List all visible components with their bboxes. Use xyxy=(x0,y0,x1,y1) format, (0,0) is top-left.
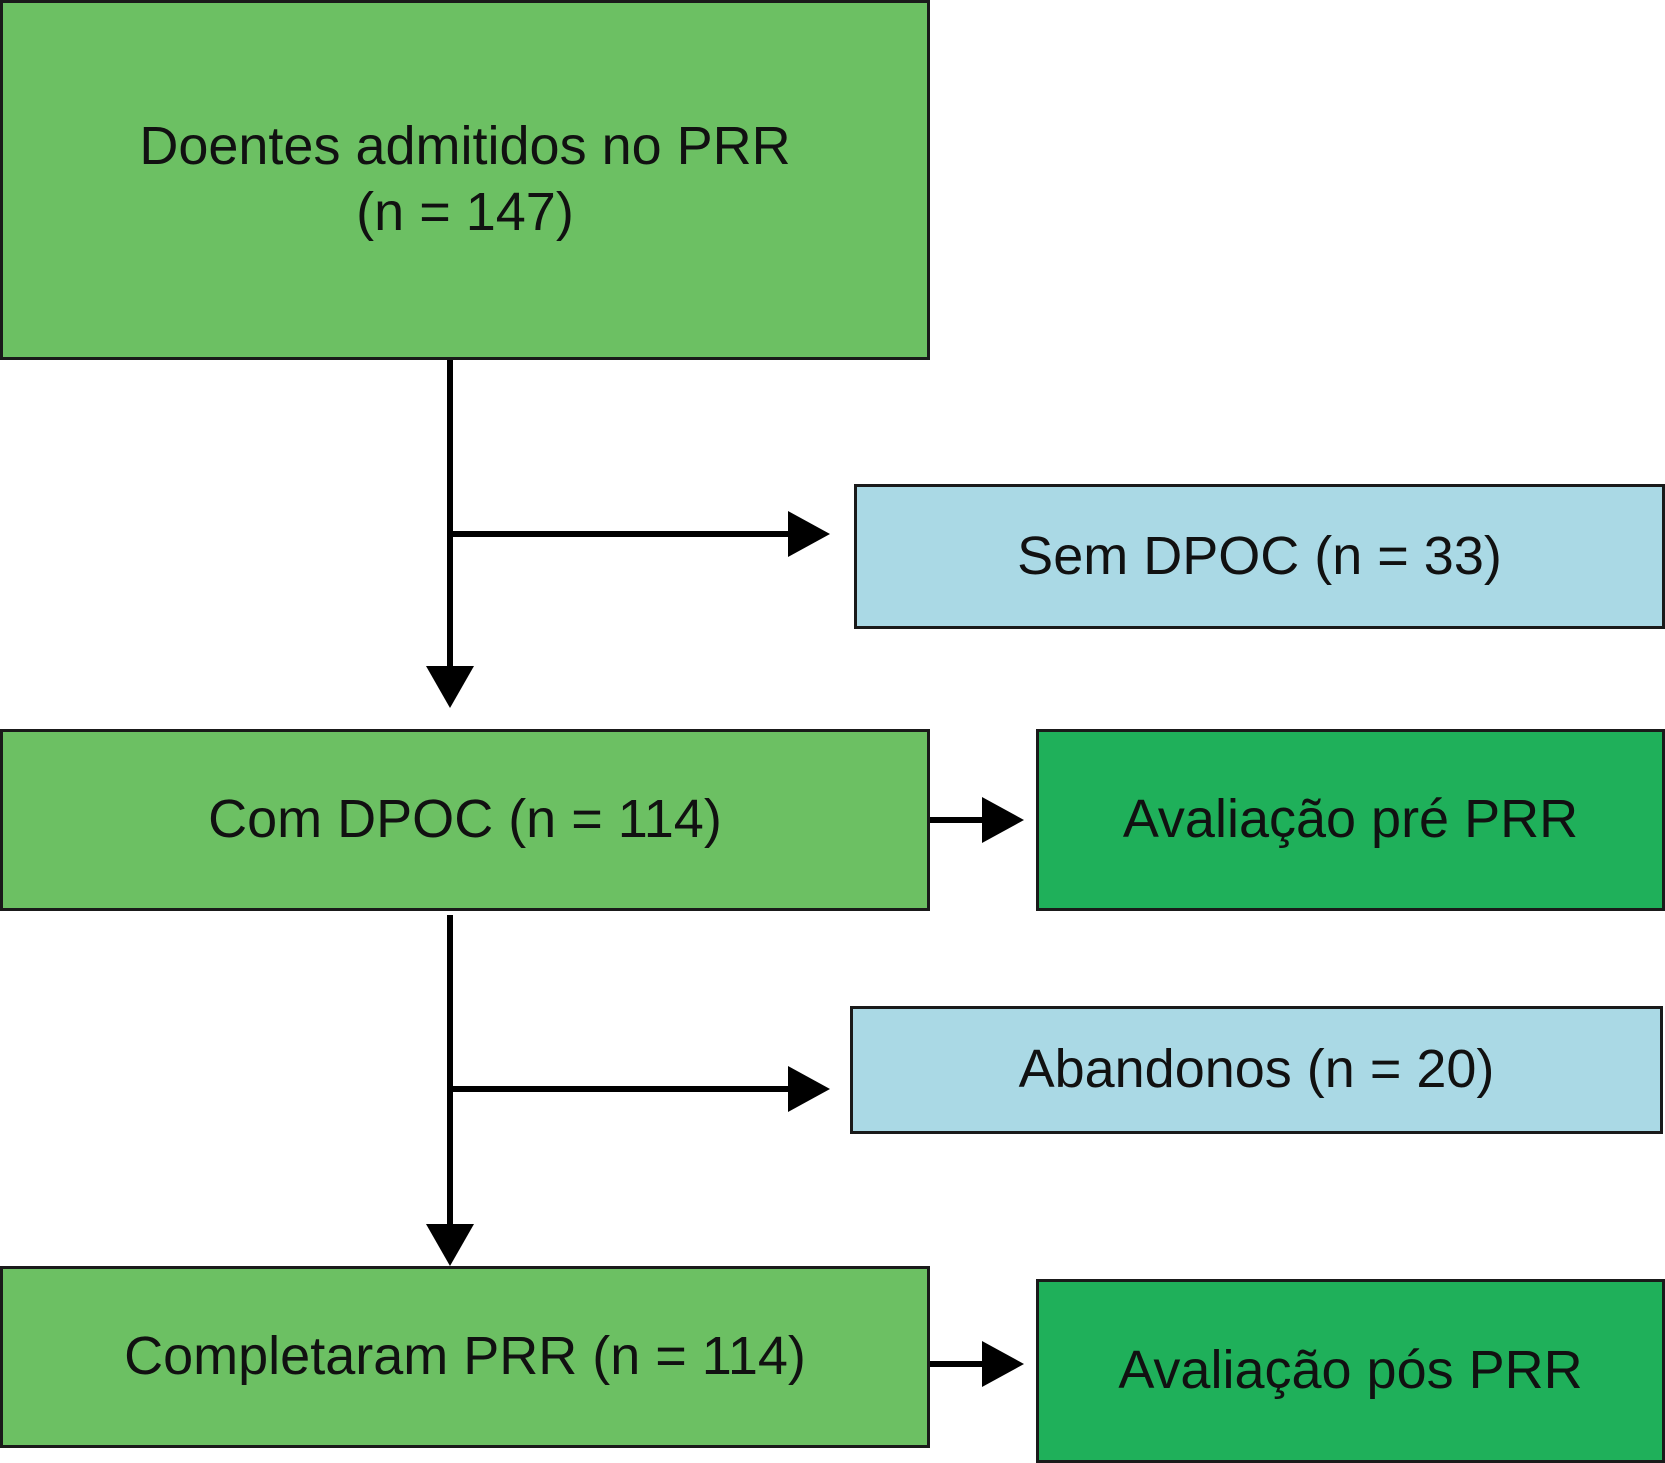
arrowhead-right-icon xyxy=(982,1341,1024,1387)
box-completed-label: Completaram PRR (n = 114) xyxy=(124,1326,806,1387)
box-post-assessment: Avaliação pós PRR xyxy=(1036,1279,1665,1463)
box-dropouts: Abandonos (n = 20) xyxy=(850,1006,1663,1134)
box-with-copd-label: Com DPOC (n = 114) xyxy=(208,789,722,850)
box-post-assessment-label: Avaliação pós PRR xyxy=(1118,1340,1583,1401)
box-admitted-count: (n = 147) xyxy=(356,182,574,242)
box-completed: Completaram PRR (n = 114) xyxy=(0,1266,930,1448)
box-admitted: Doentes admitidos no PRR (n = 147) xyxy=(0,0,930,360)
arrowhead-down-icon xyxy=(426,666,474,708)
arrowhead-right-icon xyxy=(788,511,830,557)
box-no-copd-label: Sem DPOC (n = 33) xyxy=(1017,525,1502,586)
box-pre-assessment: Avaliação pré PRR xyxy=(1036,729,1665,911)
arrowhead-right-icon xyxy=(788,1066,830,1112)
box-admitted-label: Doentes admitidos no PRR xyxy=(139,116,791,177)
box-dropouts-label: Abandonos (n = 20) xyxy=(1018,1039,1495,1100)
box-with-copd: Com DPOC (n = 114) xyxy=(0,729,930,911)
box-pre-assessment-label: Avaliação pré PRR xyxy=(1122,789,1579,850)
arrowhead-right-icon xyxy=(982,797,1024,843)
arrowhead-down-icon xyxy=(426,1224,474,1266)
box-no-copd: Sem DPOC (n = 33) xyxy=(854,484,1665,629)
